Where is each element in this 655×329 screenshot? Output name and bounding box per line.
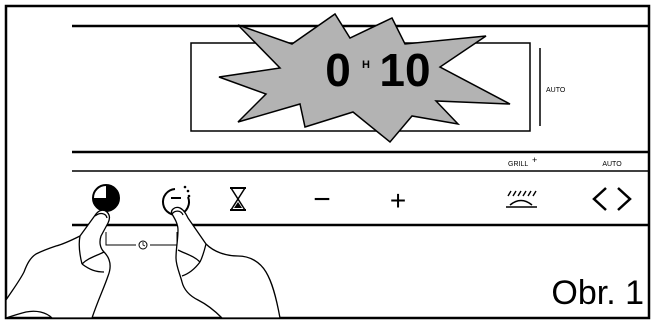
end-time-dot xyxy=(184,186,187,189)
minus-button[interactable]: − xyxy=(313,183,331,216)
display-hours: 0 xyxy=(325,44,351,96)
figure-caption: Obr. 1 xyxy=(551,274,644,312)
end-time-dot xyxy=(188,195,191,198)
grill-label: GRILL xyxy=(508,161,528,168)
grill-plus: + xyxy=(532,155,537,165)
end-time-dot xyxy=(187,190,190,193)
cooking-time-button[interactable] xyxy=(93,185,119,211)
plus-button[interactable]: + xyxy=(390,185,406,216)
display-auto-label: AUTO xyxy=(546,87,566,94)
display-hours-marker: H xyxy=(362,59,370,71)
display-minutes: 10 xyxy=(379,44,430,96)
auto-label: AUTO xyxy=(602,161,622,168)
